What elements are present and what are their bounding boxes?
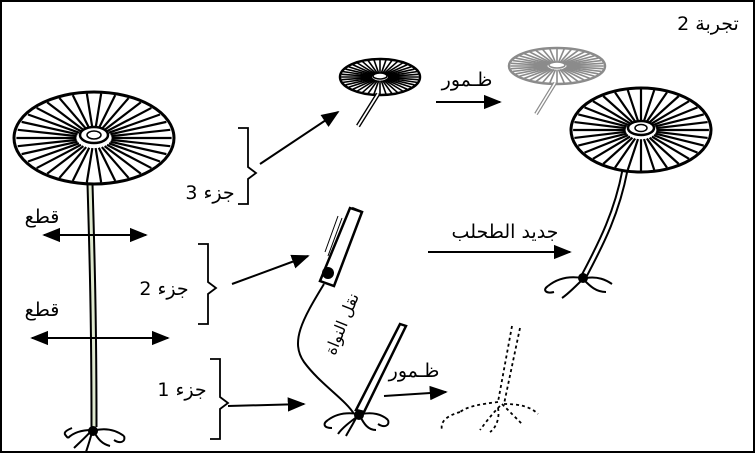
cut-label-upper: قطع xyxy=(25,206,60,228)
full-alga xyxy=(14,92,174,452)
part1-label: جزء 1 xyxy=(157,379,206,401)
nucleus-new xyxy=(578,273,588,283)
new-alga xyxy=(545,88,711,298)
part3-label: جزء 3 xyxy=(185,182,234,204)
part1-base-withered xyxy=(442,326,538,432)
part2-segment xyxy=(320,208,362,286)
new-alga-label: جديد الطحلب xyxy=(452,221,559,243)
diagram-title: تجربة 2 xyxy=(677,13,739,35)
arrow-part2 xyxy=(232,256,308,284)
part3-cap xyxy=(340,59,420,126)
nucleus-part1 xyxy=(354,410,364,420)
brace-part2 xyxy=(198,244,216,324)
nucleus-part2 xyxy=(322,267,334,279)
arrow-wilt-bottom xyxy=(384,392,446,396)
arrow-part3 xyxy=(260,112,338,164)
arrow-part1 xyxy=(228,404,304,406)
wilting-label-bottom: ظـمور xyxy=(388,360,440,382)
cut-label-lower: قطع xyxy=(25,299,60,321)
part2-label: جزء 2 xyxy=(139,278,188,300)
brace-part1 xyxy=(210,359,228,439)
nucleus-left xyxy=(88,426,98,436)
brace-part3 xyxy=(238,128,256,204)
nucleus-transfer-label: نقل النواة xyxy=(321,290,364,358)
wilting-label-top: ظـمور xyxy=(441,69,493,91)
